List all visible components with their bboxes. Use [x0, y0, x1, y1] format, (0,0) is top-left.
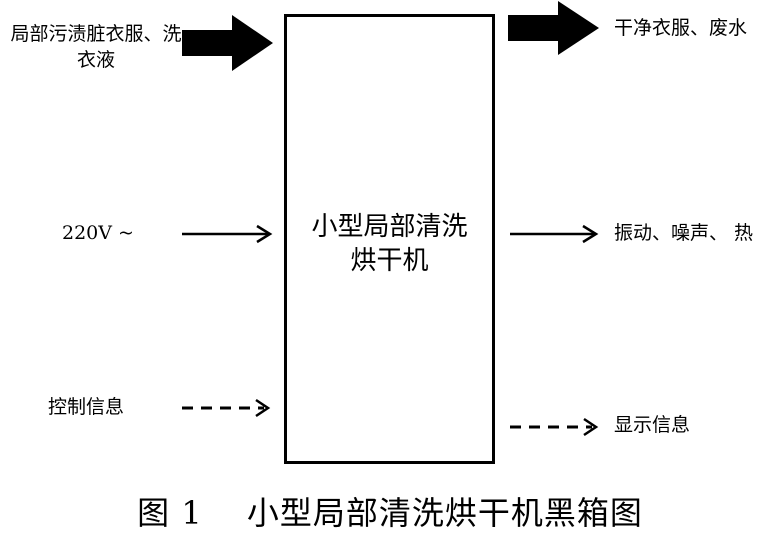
output-signal-label: 显示信息	[614, 414, 691, 436]
input-control-label: 控制信息	[48, 396, 125, 418]
material-output-arrow	[508, 1, 599, 55]
black-box-machine: 小型局部清洗烘干机	[284, 14, 495, 464]
input-power-label: 220V ~	[62, 222, 134, 244]
info-output-arrow	[510, 417, 599, 437]
output-energy-label: 振动、噪声、 热	[614, 222, 754, 244]
machine-name: 小型局部清洗烘干机	[311, 212, 468, 277]
info-input-arrow	[182, 398, 271, 418]
material-input-arrow	[182, 15, 273, 71]
input-material-label: 局部污渍脏衣服、洗衣液	[10, 23, 182, 71]
energy-input-arrow	[182, 224, 273, 244]
figure-caption: 图 1 小型局部清洗烘干机黑箱图	[137, 494, 643, 532]
output-material-label: 干净衣服、废水	[614, 17, 748, 39]
energy-output-arrow	[510, 224, 599, 244]
